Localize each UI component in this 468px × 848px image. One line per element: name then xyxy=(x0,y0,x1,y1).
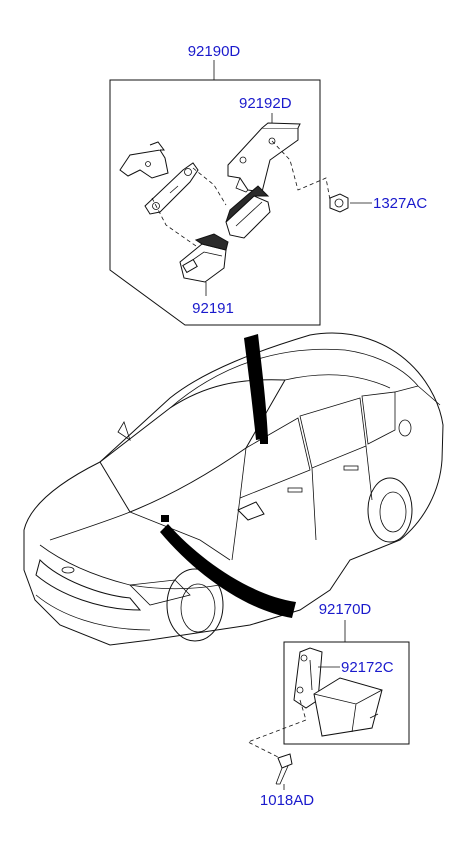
quarter-window xyxy=(361,391,396,445)
module-assembly-group: 92170D 92172C xyxy=(247,601,410,761)
callout-92172C[interactable]: 92172C xyxy=(341,659,394,676)
screw-1018AD xyxy=(275,753,293,785)
sensor-holder xyxy=(144,162,199,215)
guide-line xyxy=(247,699,307,761)
bracket-92192D xyxy=(227,122,301,193)
assembly-frame xyxy=(109,79,321,326)
door-handle xyxy=(287,487,303,493)
guide-line xyxy=(271,140,331,201)
roof-antenna xyxy=(117,421,131,441)
front-window xyxy=(239,417,311,499)
side-mirror xyxy=(237,501,265,521)
module-location-marker xyxy=(161,515,169,522)
module-frame xyxy=(283,641,410,745)
sensor-upper xyxy=(225,185,271,239)
emblem xyxy=(61,566,75,574)
door-handle xyxy=(343,465,359,471)
trunk-line xyxy=(394,385,441,406)
callout-92192D[interactable]: 92192D xyxy=(239,95,292,112)
rear-rim xyxy=(379,491,407,533)
module-unit xyxy=(313,677,383,737)
rear-wheel xyxy=(367,477,413,543)
callout-92190D[interactable]: 92190D xyxy=(188,43,241,60)
arrow-to-roof xyxy=(244,334,268,440)
mount-clip-left xyxy=(119,141,169,179)
headlight xyxy=(129,579,191,606)
callout-92170D[interactable]: 92170D xyxy=(319,601,372,618)
roof-line xyxy=(169,348,419,409)
front-rim xyxy=(180,583,216,633)
bumper xyxy=(35,594,151,631)
tail-lamp xyxy=(398,419,412,437)
sensor-location-marker xyxy=(260,437,268,444)
door-seams xyxy=(231,445,373,561)
grille xyxy=(35,559,142,611)
callout-1327AC[interactable]: 1327AC xyxy=(373,195,427,212)
roof-edge xyxy=(284,374,391,389)
guide-line xyxy=(192,167,227,206)
front-wheel xyxy=(166,568,224,642)
guide-line xyxy=(151,197,197,247)
callout-92191[interactable]: 92191 xyxy=(192,300,234,317)
arrow-to-module xyxy=(160,524,296,618)
callout-1018AD[interactable]: 1018AD xyxy=(260,792,314,809)
rear-window xyxy=(299,397,367,469)
vehicle-illustration xyxy=(23,332,444,646)
nut-1327AC xyxy=(329,193,349,213)
sensor-92191 xyxy=(179,233,229,283)
hood-line xyxy=(49,511,231,561)
car-outline xyxy=(23,332,444,646)
sensor-assembly-group: 92190D 92192D xyxy=(109,43,427,326)
